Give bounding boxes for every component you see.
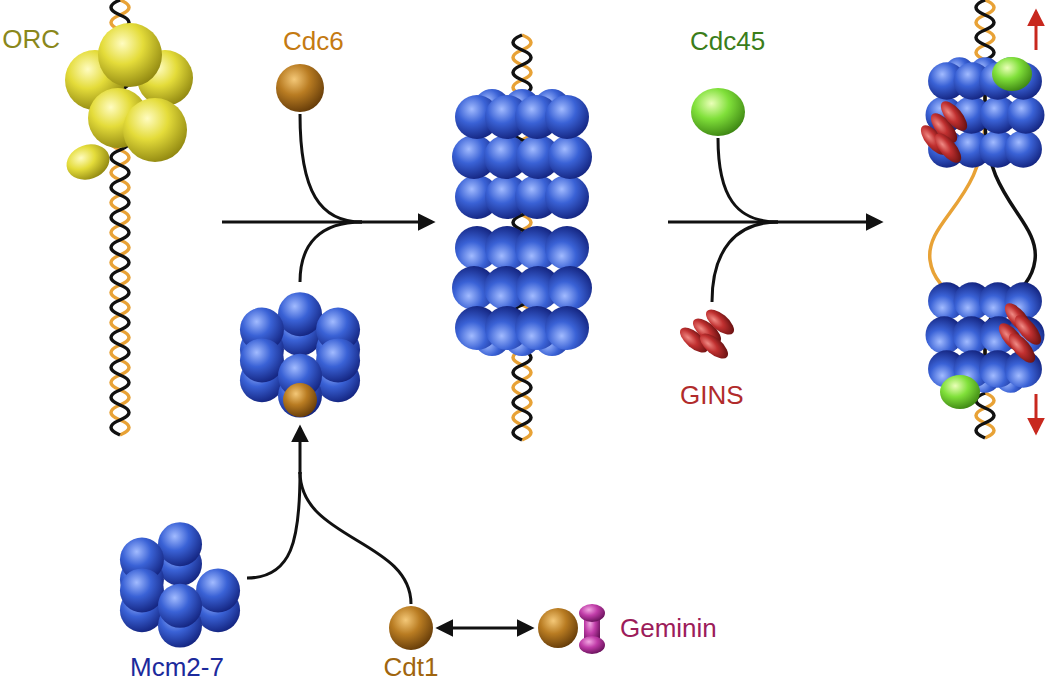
protein-node: Cdc6 xyxy=(276,64,324,112)
cmg-helicase-part xyxy=(926,57,1045,168)
protein-subunit xyxy=(579,636,605,654)
protein-subunit xyxy=(389,606,433,650)
protein-subunit xyxy=(62,139,115,186)
protein-shape xyxy=(115,520,245,650)
protein-shape xyxy=(691,88,745,136)
reaction-arrows-part xyxy=(247,472,300,578)
mcm-cdt1-complex-part xyxy=(283,383,317,417)
unwound-dna-part xyxy=(976,0,994,60)
protein-subunit xyxy=(123,98,187,162)
reaction-arrows-part xyxy=(300,472,411,604)
mcm-double-hexamer-part xyxy=(452,226,592,356)
cmg-helicase-part xyxy=(1004,329,1039,367)
protein-node: Mcm2-7 xyxy=(115,520,245,650)
protein-label: Mcm2-7 xyxy=(130,652,224,682)
protein-shape xyxy=(537,600,609,656)
protein-shape xyxy=(55,20,205,190)
protein-shape-group xyxy=(691,88,745,136)
unwound-dna-part xyxy=(976,393,994,438)
protein-subunit xyxy=(276,64,324,112)
protein-shape xyxy=(389,606,433,650)
unwound-dna-part xyxy=(976,0,994,60)
protein-subunit xyxy=(98,23,162,87)
protein-label: Cdt1 xyxy=(384,652,439,682)
protein-subunit xyxy=(579,604,605,622)
cmg-helicase xyxy=(916,57,1044,168)
unwound-dna-part xyxy=(976,393,994,438)
protein-subunit xyxy=(691,88,745,136)
protein-shape-group xyxy=(120,522,240,647)
protein-shape-group xyxy=(389,606,433,650)
protein-shape xyxy=(276,64,324,112)
protein-shape-group xyxy=(62,23,193,185)
protein-node: GINS xyxy=(680,305,742,361)
protein-shape xyxy=(680,305,742,361)
protein-label: GINS xyxy=(680,380,744,410)
protein-node: ORC xyxy=(55,20,205,190)
reaction-arrows-part xyxy=(712,222,778,302)
fork-direction-arrows xyxy=(1035,12,1038,432)
protein-node: Cdc45 xyxy=(691,88,745,136)
protein-label: ORC xyxy=(2,24,60,54)
protein-node: Cdt1 xyxy=(389,606,433,650)
protein-shape-group xyxy=(676,305,738,363)
cmg-helicase-part xyxy=(930,129,965,167)
fork-direction-arrows-part xyxy=(1035,394,1038,432)
cmg-helicase-part xyxy=(936,97,971,135)
reaction-arrows-part xyxy=(222,221,432,224)
protein-shape-group xyxy=(538,604,605,654)
protein-label: Cdc45 xyxy=(690,26,765,56)
reaction-arrows-part xyxy=(299,428,302,474)
protein-shape-group xyxy=(276,64,324,112)
fork-direction-arrows-part xyxy=(1035,12,1038,50)
protein-label: Geminin xyxy=(620,613,717,643)
reaction-arrows-part xyxy=(300,114,362,222)
cmg-helicase-part xyxy=(992,57,1032,91)
mcm-double-hexamer xyxy=(452,89,592,356)
mcm-ring-open xyxy=(120,522,240,647)
cmg-helicase xyxy=(926,282,1046,409)
mcm-cdt1-complex xyxy=(240,292,360,417)
binding-arrow xyxy=(439,627,531,630)
cmg-helicase-part xyxy=(940,375,980,409)
protein-subunit xyxy=(696,329,732,363)
protein-label: Cdc6 xyxy=(283,26,344,56)
mcm-double-hexamer-part xyxy=(452,89,592,219)
mcm-cdt1-complex-part xyxy=(240,292,360,417)
protein-node: Geminin xyxy=(537,600,609,656)
reaction-arrows-part xyxy=(718,138,778,222)
protein-subunit xyxy=(538,608,578,648)
reaction-arrows-part xyxy=(300,222,362,282)
